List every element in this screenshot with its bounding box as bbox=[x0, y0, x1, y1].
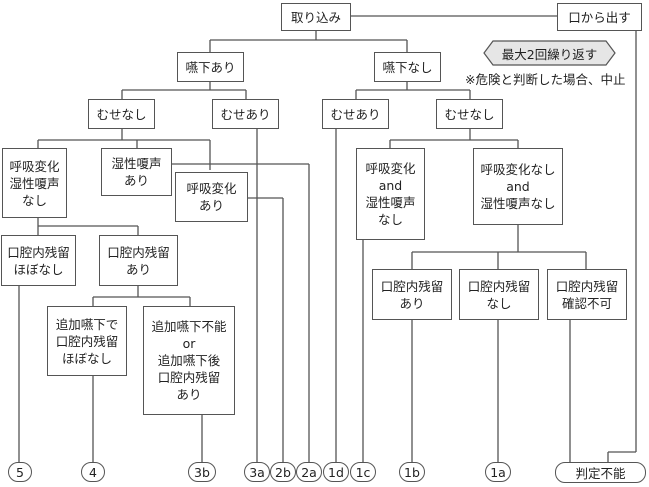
swallow-yes-node: 嚥下あり bbox=[177, 52, 244, 82]
resp-and-wet-none-node: 呼吸変化 and 湿性嗄声 なし bbox=[356, 148, 425, 240]
wet-voice-node: 湿性嗄声 あり bbox=[101, 148, 172, 196]
no-change-node: 呼吸変化 湿性嗄声 なし bbox=[2, 148, 67, 218]
repeat-banner-text: 最大2回繰り返す bbox=[501, 46, 598, 62]
residue-unknown-node: 口腔内残留 確認不可 bbox=[547, 269, 627, 320]
swallow-no-node: 嚥下なし bbox=[374, 52, 441, 82]
left-choke-no-node: むせなし bbox=[88, 99, 155, 129]
residue-almost-none-node: 口腔内残留 ほぼなし bbox=[1, 235, 76, 286]
outcome-3a: 3a bbox=[244, 462, 270, 482]
left-choke-yes-node: むせあり bbox=[212, 99, 279, 129]
stop-note: ※危険と判断した場合、中止 bbox=[465, 72, 626, 87]
no-resp-and-wet-node: 呼吸変化なし and 湿性嗄声なし bbox=[473, 148, 563, 225]
mouth-out-node: 口から出す bbox=[557, 3, 642, 31]
resp-change-node: 呼吸変化 あり bbox=[175, 172, 248, 222]
intake-node: 取り込み bbox=[281, 3, 351, 31]
outcome-2b: 2b bbox=[270, 462, 296, 482]
outcome-1c: 1c bbox=[350, 462, 376, 482]
banner-shape bbox=[483, 40, 616, 66]
extra-swallow-ok-node: 追加嚥下で 口腔内残留 ほぼなし bbox=[47, 306, 127, 376]
residue-yes-left-node: 口腔内残留 あり bbox=[99, 235, 178, 286]
outcome-4: 4 bbox=[81, 462, 105, 482]
outcome-3b: 3b bbox=[188, 462, 216, 482]
repeat-banner: 最大2回繰り返す bbox=[483, 40, 616, 66]
residue-no-right-node: 口腔内残留 なし bbox=[459, 269, 539, 320]
outcome-1d: 1d bbox=[323, 462, 349, 482]
outcome-5: 5 bbox=[8, 462, 32, 482]
residue-yes-right-node: 口腔内残留 あり bbox=[372, 269, 452, 320]
outcome-undeterminable: 判定不能 bbox=[555, 462, 646, 483]
right-choke-yes-node: むせあり bbox=[322, 99, 389, 129]
outcome-2a: 2a bbox=[296, 462, 322, 482]
outcome-1a: 1a bbox=[485, 462, 511, 482]
right-choke-no-node: むせなし bbox=[436, 99, 503, 129]
outcome-1b: 1b bbox=[399, 462, 425, 482]
extra-swallow-fail-node: 追加嚥下不能 or 追加嚥下後 口腔内残留 あり bbox=[143, 306, 235, 415]
